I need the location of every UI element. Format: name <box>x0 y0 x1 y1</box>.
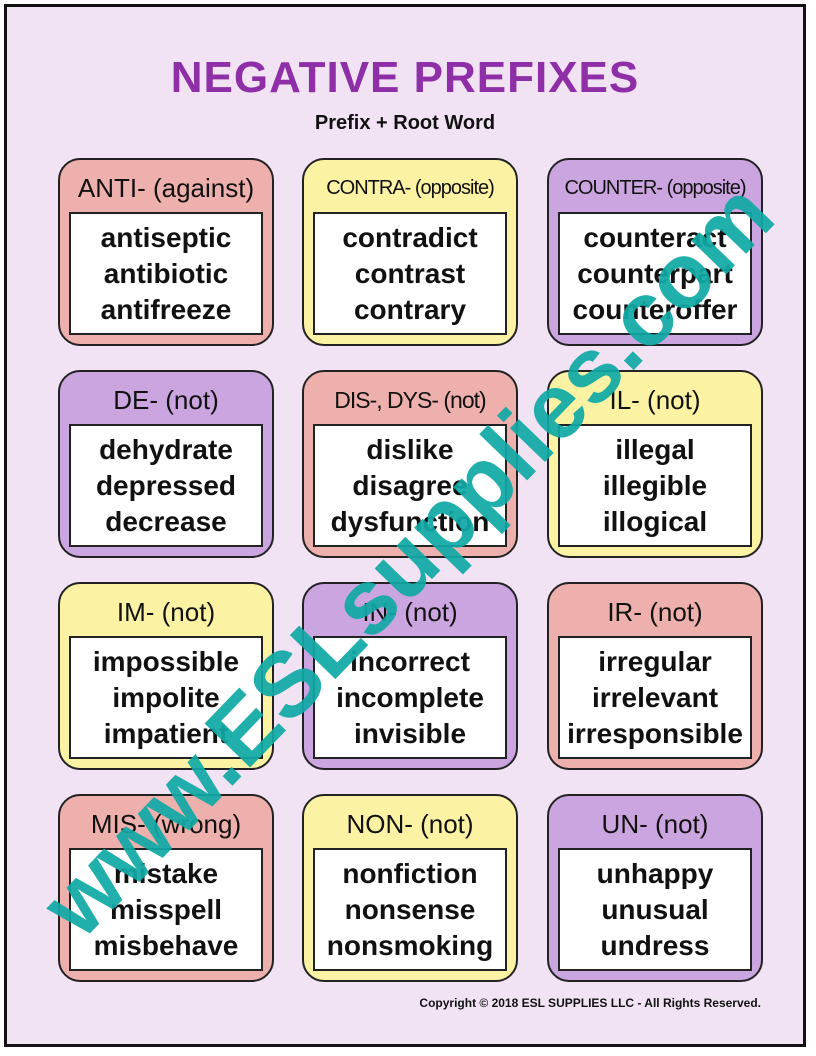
card-heading: DE- (not) <box>113 385 219 415</box>
example-word: disagree <box>352 469 468 501</box>
card-heading: IL- (not) <box>609 385 701 415</box>
card-word-list: irregular irrelevant irresponsible <box>558 636 752 759</box>
example-word: antiseptic <box>100 221 232 253</box>
card-heading: IM- (not) <box>116 597 216 627</box>
card-heading: ANTI- (against) <box>77 173 255 203</box>
example-word: nonfiction <box>342 857 478 889</box>
card-heading: IR- (not) <box>607 597 703 627</box>
example-word: misbehave <box>93 929 239 961</box>
card-heading: DIS-, DYS- (not) <box>334 387 486 413</box>
card-word-list: counteract counterpart counteroffer <box>558 212 752 335</box>
card-heading: IN- (not) <box>362 597 458 627</box>
example-word: nonsense <box>344 893 476 925</box>
prefix-card-im: IM- (not) impossible impolite impatient <box>58 582 274 770</box>
card-word-list: incorrect incomplete invisible <box>313 636 507 759</box>
example-word: unhappy <box>596 857 714 889</box>
card-word-list: mistake misspell misbehave <box>69 848 263 971</box>
card-heading: NON- (not) <box>346 809 474 839</box>
example-word: illogical <box>602 505 708 537</box>
example-word: antibiotic <box>103 257 229 289</box>
example-word: counterpart <box>577 257 733 289</box>
prefix-card-de: DE- (not) dehydrate depressed decrease <box>58 370 274 558</box>
card-word-list: dislike disagree dysfunction <box>313 424 507 547</box>
prefix-card-non: NON- (not) nonfiction nonsense nonsmokin… <box>302 794 518 982</box>
example-word: incomplete <box>336 681 484 713</box>
example-word: nonsmoking <box>326 929 494 961</box>
prefix-card-in: IN- (not) incorrect incomplete invisible <box>302 582 518 770</box>
card-word-list: illegal illegible illogical <box>558 424 752 547</box>
example-word: dysfunction <box>330 505 490 537</box>
prefix-card-counter: COUNTER- (opposite) counteract counterpa… <box>547 158 763 346</box>
example-word: irregular <box>598 645 712 677</box>
example-word: dehydrate <box>99 433 233 465</box>
example-word: counteract <box>583 221 727 253</box>
prefix-card-dis: DIS-, DYS- (not) dislike disagree dysfun… <box>302 370 518 558</box>
example-word: illegal <box>615 433 695 465</box>
example-word: dislike <box>366 433 454 465</box>
card-word-list: dehydrate depressed decrease <box>69 424 263 547</box>
prefix-card-un: UN- (not) unhappy unusual undress <box>547 794 763 982</box>
example-word: impatient <box>103 717 229 749</box>
example-word: illegible <box>602 469 708 501</box>
example-word: counteroffer <box>572 293 738 325</box>
card-heading: MIS- (wrong) <box>90 809 242 839</box>
example-word: undress <box>600 929 710 961</box>
example-word: contrast <box>354 257 466 289</box>
card-word-list: antiseptic antibiotic antifreeze <box>69 212 263 335</box>
poster: NEGATIVE PREFIXES Prefix + Root Word ANT… <box>4 4 806 1047</box>
example-word: misspell <box>109 893 223 925</box>
card-word-list: impossible impolite impatient <box>69 636 263 759</box>
card-heading: CONTRA- (opposite) <box>326 177 495 199</box>
example-word: antifreeze <box>100 293 232 325</box>
prefix-card-anti: ANTI- (against) antiseptic antibiotic an… <box>58 158 274 346</box>
example-word: irrelevant <box>591 681 719 713</box>
prefix-card-mis: MIS- (wrong) mistake misspell misbehave <box>58 794 274 982</box>
prefix-card-ir: IR- (not) irregular irrelevant irrespons… <box>547 582 763 770</box>
prefix-card-contra: CONTRA- (opposite) contradict contrast c… <box>302 158 518 346</box>
example-word: decrease <box>105 505 227 537</box>
card-heading: UN- (not) <box>601 809 709 839</box>
example-word: impolite <box>112 681 220 713</box>
example-word: contradict <box>342 221 478 253</box>
example-word: depressed <box>95 469 237 501</box>
example-word: impossible <box>92 645 240 677</box>
card-word-list: nonfiction nonsense nonsmoking <box>313 848 507 971</box>
example-word: irresponsible <box>567 717 743 749</box>
card-word-list: contradict contrast contrary <box>313 212 507 335</box>
example-word: contrary <box>353 293 467 325</box>
copyright-notice: Copyright © 2018 ESL SUPPLIES LLC - All … <box>419 996 761 1010</box>
example-word: invisible <box>353 717 467 749</box>
example-word: unusual <box>601 893 709 925</box>
poster-title: NEGATIVE PREFIXES <box>170 53 640 102</box>
card-heading: COUNTER- (opposite) <box>564 177 746 199</box>
prefix-card-il: IL- (not) illegal illegible illogical <box>547 370 763 558</box>
poster-subtitle: Prefix + Root Word <box>314 112 496 134</box>
card-word-list: unhappy unusual undress <box>558 848 752 971</box>
example-word: incorrect <box>350 645 470 677</box>
example-word: mistake <box>113 857 219 889</box>
